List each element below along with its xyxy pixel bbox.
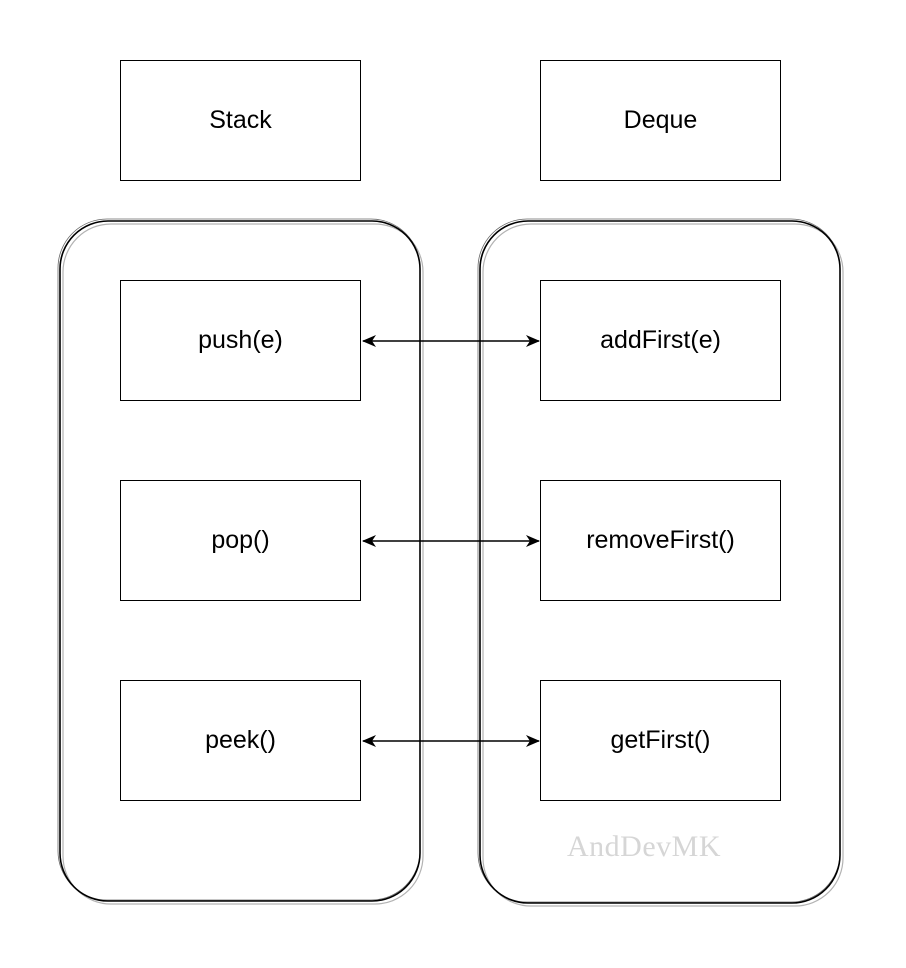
stack-container <box>57 218 424 905</box>
stack-method-label: peek() <box>205 726 276 754</box>
stack-header-box: Stack <box>120 60 361 181</box>
stack-method-box-push: push(e) <box>120 280 361 401</box>
deque-header-label: Deque <box>623 106 698 134</box>
stack-method-label: pop() <box>211 526 270 554</box>
deque-container <box>477 218 844 907</box>
stack-method-box-pop: pop() <box>120 480 361 601</box>
watermark-text: AndDevMK <box>567 830 721 863</box>
deque-method-box-add-first: addFirst(e) <box>540 280 781 401</box>
deque-header-box: Deque <box>540 60 781 181</box>
deque-method-label: addFirst(e) <box>600 326 721 354</box>
deque-method-box-get-first: getFirst() <box>540 680 781 801</box>
stack-method-label: push(e) <box>198 326 283 354</box>
deque-method-label: removeFirst() <box>586 526 735 554</box>
deque-method-label: getFirst() <box>610 726 711 754</box>
deque-method-box-remove-first: removeFirst() <box>540 480 781 601</box>
stack-header-label: Stack <box>209 106 272 134</box>
stack-method-box-peek: peek() <box>120 680 361 801</box>
